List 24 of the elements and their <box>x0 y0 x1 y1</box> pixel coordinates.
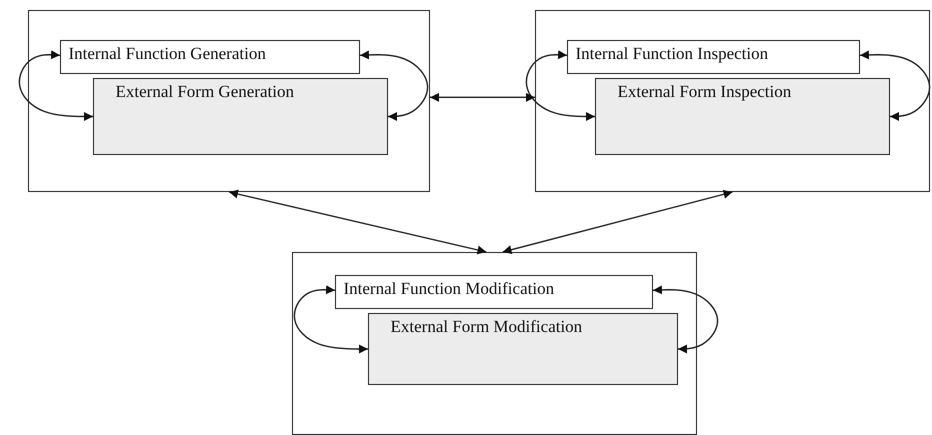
group-box <box>28 10 430 192</box>
box-label: Internal Function Modification <box>344 278 556 298</box>
form-box <box>368 312 678 384</box>
arrow <box>430 92 535 102</box>
function-box <box>334 274 652 308</box>
arrow <box>360 50 428 121</box>
function-box <box>60 40 360 74</box>
form-box <box>92 78 388 154</box>
box-label: Internal Function Inspection <box>576 44 770 62</box>
arrow <box>860 50 930 121</box>
arrow <box>526 50 595 121</box>
box-label: Internal Function Generation <box>68 44 267 62</box>
group-box <box>535 10 930 192</box>
box-label: External Form Inspection <box>618 82 792 100</box>
box-label: External Form Modification <box>390 316 584 336</box>
arrow <box>294 285 368 354</box>
arrow <box>228 190 487 254</box>
arrow <box>18 50 93 121</box>
arrow <box>502 190 733 254</box>
form-box <box>594 78 890 154</box>
arrow <box>652 285 718 354</box>
group-box <box>292 252 697 435</box>
box-label: External Form Generation <box>116 82 295 100</box>
function-box <box>566 40 860 74</box>
